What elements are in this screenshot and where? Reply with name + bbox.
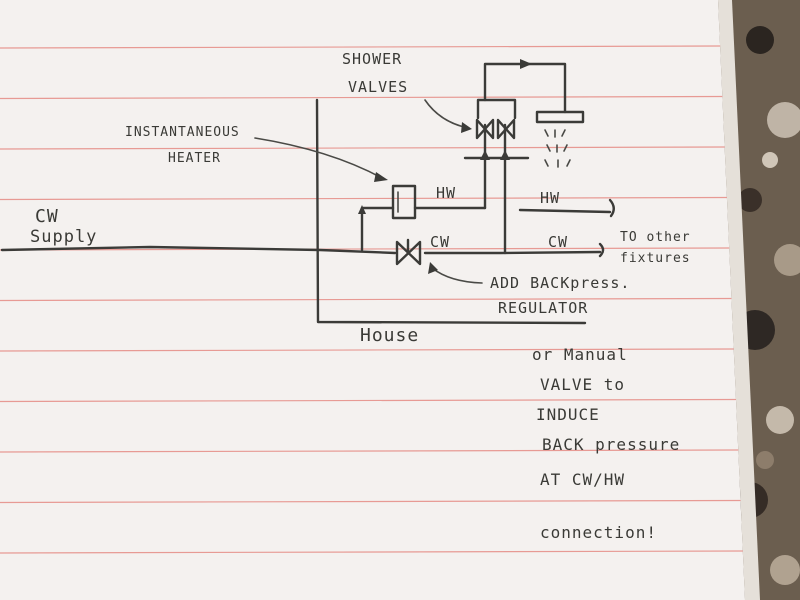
- cw-supply-label-1: CW: [35, 206, 59, 227]
- cw-pipe-break-mark: [598, 242, 605, 258]
- cw-supply-pipe: [0, 245, 397, 255]
- hw-pipe-to-fixtures: [518, 208, 612, 214]
- rule-line: [0, 196, 727, 201]
- note-line-5: AT CW/HW: [540, 470, 625, 489]
- other-fixtures-label-2: fixtures: [620, 251, 691, 266]
- backpressure-valve-symbol: [395, 238, 422, 266]
- hw-pipe-break-mark: [608, 198, 615, 218]
- rule-line: [0, 297, 732, 302]
- shower-label-2: VALVES: [348, 78, 408, 96]
- shower-valve-hot: [475, 118, 495, 140]
- rule-line: [0, 499, 741, 504]
- rule-line: [0, 550, 743, 554]
- house-label: House: [360, 325, 419, 346]
- note-line-4: BACK pressure: [542, 435, 680, 454]
- cw-label-right: CW: [548, 233, 568, 251]
- house-wall-outline: [315, 98, 587, 325]
- add-backpress-label: ADD BACKpress.: [490, 274, 630, 292]
- ruled-lines: [0, 45, 743, 554]
- shower-spray-marks: [544, 129, 571, 168]
- instantaneous-label-1: INSTANTANEOUS: [125, 125, 240, 140]
- instantaneous-label-2: HEATER: [168, 151, 221, 166]
- paper-edge-stack: [718, 0, 760, 600]
- handwritten-labels: CW Supply INSTANTANEOUS HEATER SHOWER VA…: [30, 50, 691, 542]
- rule-line: [0, 449, 739, 453]
- note-line-6: connection!: [540, 523, 657, 542]
- rule-line: [0, 45, 721, 49]
- hw-label-left: HW: [436, 184, 456, 202]
- other-fixtures-label-1: TO other: [620, 230, 691, 245]
- regulator-label: REGULATOR: [498, 299, 588, 317]
- cw-label-mid: CW: [430, 233, 450, 251]
- instantaneous-heater-box: [391, 184, 417, 220]
- rule-line: [0, 146, 725, 150]
- flow-arrow: [358, 205, 366, 214]
- cw-supply-label-2: Supply: [30, 227, 97, 247]
- rule-line: [0, 247, 730, 251]
- shower-valve-cold: [496, 118, 516, 140]
- shower-valve-manifold: [476, 98, 517, 120]
- cw-house-pipe: [423, 250, 602, 255]
- shower-head-icon: [535, 110, 585, 124]
- plumbing-diagram: [0, 59, 615, 325]
- rule-line: [0, 95, 723, 100]
- note-line-2: VALVE to: [540, 375, 625, 394]
- note-line-3: INDUCE: [536, 405, 600, 424]
- hw-label-right: HW: [540, 189, 560, 207]
- rule-line: [0, 398, 737, 403]
- rule-line: [0, 348, 734, 352]
- heater-leader-line: [254, 137, 383, 179]
- shower-label-1: SHOWER: [342, 50, 402, 68]
- note-line-1: or Manual: [532, 345, 628, 364]
